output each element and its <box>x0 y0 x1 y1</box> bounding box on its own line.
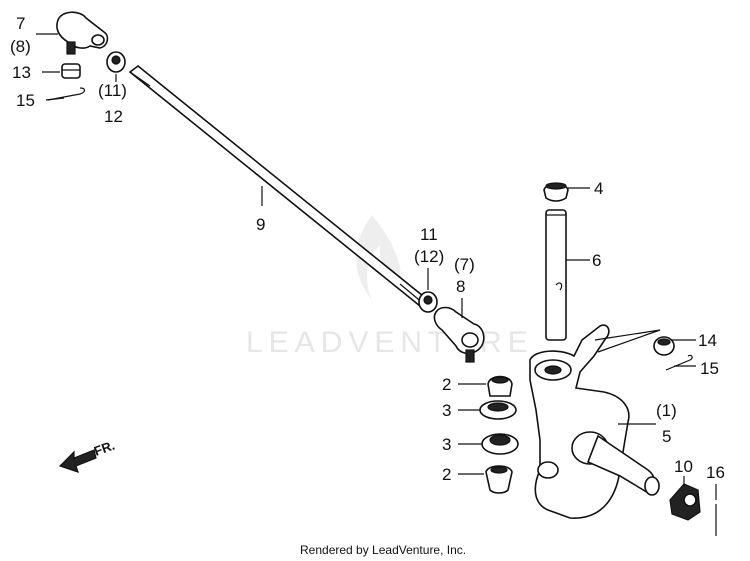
front-direction-indicator: FR. <box>58 438 117 473</box>
callout-8-right: 8 <box>456 277 465 296</box>
callout-3-upper: 3 <box>442 401 451 420</box>
bushing-2-lower <box>485 465 513 494</box>
cotter-pin-15-right <box>665 354 693 371</box>
tie-rod-end-right <box>433 306 485 363</box>
callout-5: 5 <box>662 427 671 446</box>
callout-9: 9 <box>256 215 265 234</box>
steering-knuckle-5 <box>529 324 661 519</box>
callout-2-upper: 2 <box>442 375 451 394</box>
callout-4: 4 <box>594 179 603 198</box>
callout-12-left: 12 <box>104 107 123 126</box>
callout-16: 16 <box>706 463 725 482</box>
callout-10: 10 <box>674 457 693 476</box>
cotter-pin-15-left <box>47 87 86 101</box>
callout-12-right: (12) <box>414 247 444 266</box>
callout-3-lower: 3 <box>442 435 451 454</box>
seal-3-lower <box>481 433 519 455</box>
callout-6: 6 <box>592 251 601 270</box>
callout-14: 14 <box>698 331 717 350</box>
leader-lines <box>36 33 717 500</box>
seal-3-upper <box>479 400 517 420</box>
bushing-2-upper <box>487 375 513 397</box>
callout-7-left: 7 <box>16 14 25 33</box>
callout-7-right: (7) <box>454 255 475 274</box>
cap-4 <box>543 182 569 202</box>
callout-1: (1) <box>656 401 677 420</box>
callout-15-right: 15 <box>700 359 719 378</box>
callout-11-right: 11 <box>420 225 438 244</box>
callout-15-left: 15 <box>16 91 35 110</box>
lock-nut-11-right <box>418 291 438 313</box>
footer-credit: Rendered by LeadVenture, Inc. <box>300 543 466 557</box>
watermark: LEADVENTURE <box>246 215 534 359</box>
watermark-text: LEADVENTURE <box>246 326 534 359</box>
castle-nut-13 <box>61 63 81 79</box>
callout-8-left: (8) <box>10 37 31 56</box>
castle-nut-14 <box>653 336 675 356</box>
lock-nut-11-left <box>106 51 126 73</box>
kingpin-6 <box>545 209 567 341</box>
tie-rod-9 <box>128 64 430 308</box>
castle-nut-10 <box>669 483 701 521</box>
front-arrow-icon <box>58 449 97 473</box>
callout-2-lower: 2 <box>442 465 451 484</box>
tie-rod-end-left <box>56 11 109 55</box>
direction-label: FR. <box>92 438 117 459</box>
callout-11-left: (11) <box>98 81 127 100</box>
callout-13: 13 <box>12 63 31 82</box>
callout-labels: 7 (8) 13 15 (11) 12 9 11 (12) (7) 8 4 6 … <box>10 14 725 484</box>
watermark-flame-icon <box>356 215 402 300</box>
